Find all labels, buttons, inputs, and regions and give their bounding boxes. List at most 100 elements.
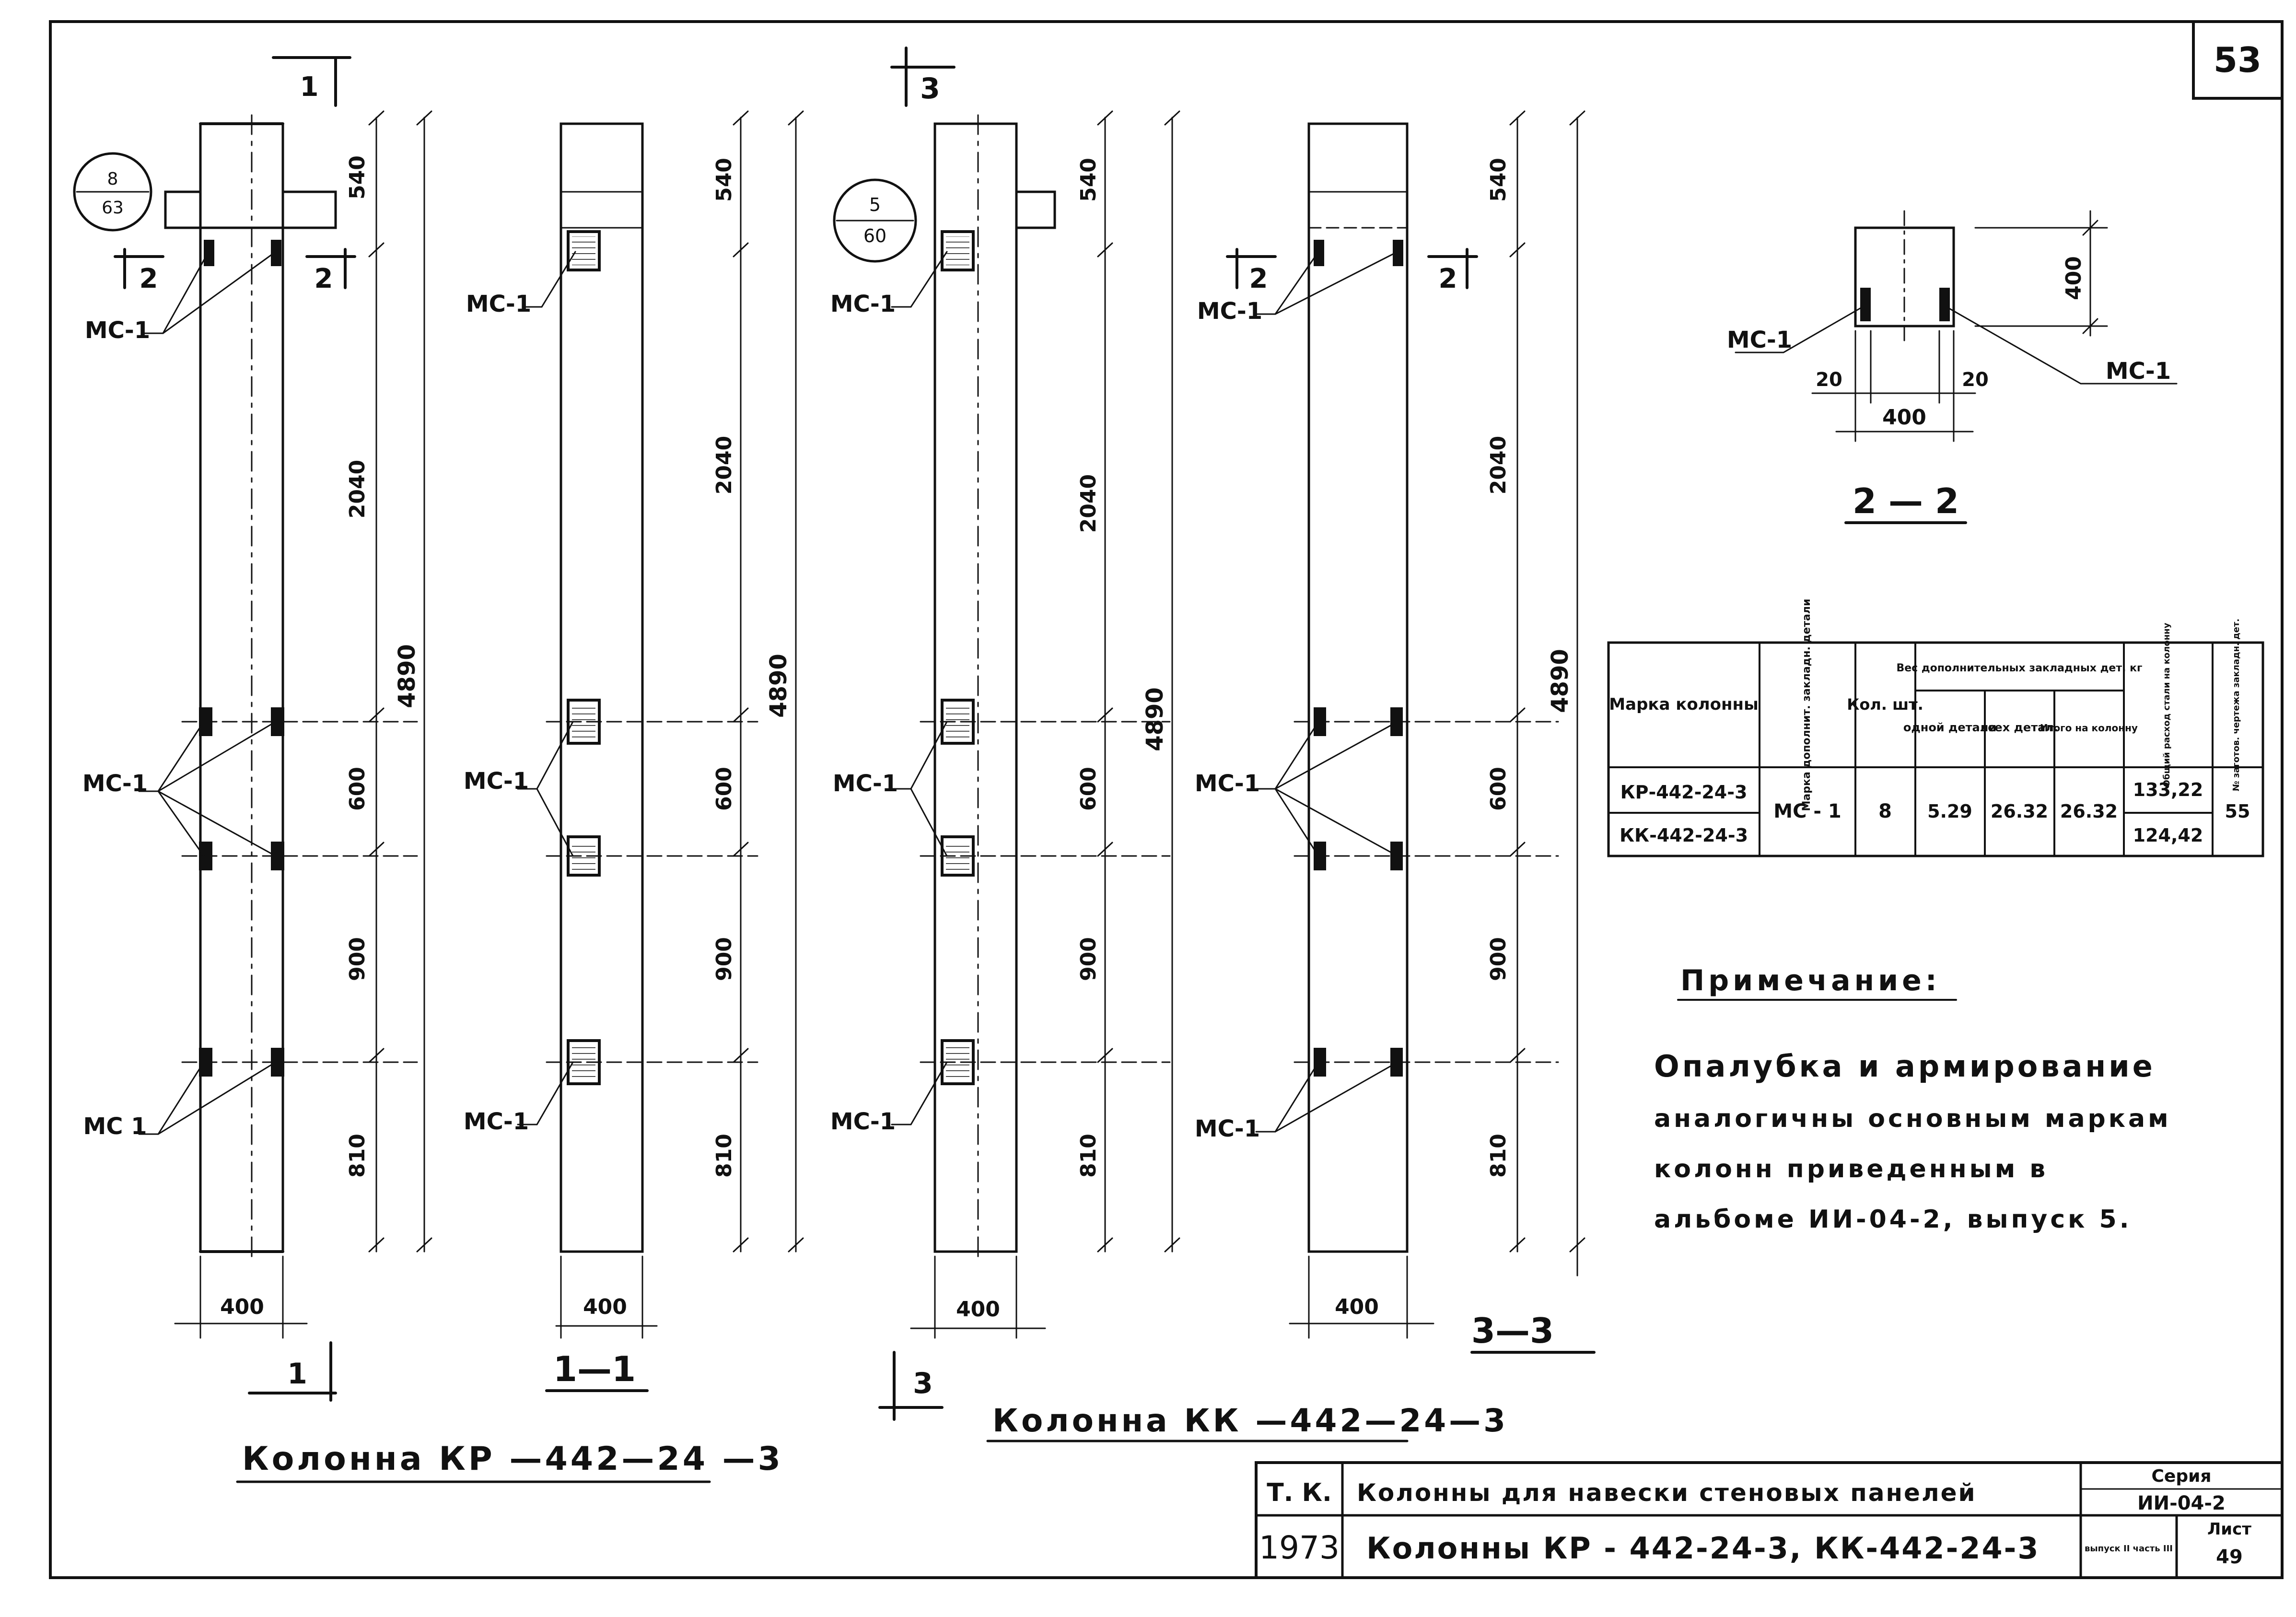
embed-plate	[1314, 240, 1324, 266]
svg-text:900: 900	[1486, 937, 1511, 981]
svg-text:810: 810	[1486, 1134, 1511, 1178]
svg-text:4890: 4890	[1547, 649, 1573, 713]
svg-text:№ заготов. чертежа закладн. де: № заготов. чертежа закладн. дет.	[2231, 619, 2241, 791]
cut-mark: 2	[315, 263, 333, 294]
svg-text:5: 5	[869, 194, 881, 215]
svg-text:900: 900	[712, 937, 736, 981]
embed-plate	[204, 240, 214, 266]
svg-text:МС-1: МС-1	[1727, 327, 1792, 353]
table-cell: 55	[2225, 801, 2250, 822]
svg-text:МС-1: МС-1	[2106, 358, 2171, 385]
svg-text:1: 1	[287, 1357, 307, 1391]
embed-label: МС 1	[83, 1113, 147, 1140]
svg-text:3: 3	[913, 1367, 933, 1400]
svg-text:2040: 2040	[1486, 436, 1511, 494]
svg-text:2: 2	[1439, 263, 1457, 294]
svg-text:600: 600	[712, 767, 736, 811]
note-line: аналогичны основным маркам	[1654, 1104, 2171, 1133]
section-title: 1—1	[553, 1349, 636, 1389]
embed-plate	[941, 230, 975, 271]
page-number-box: 53	[2192, 20, 2284, 100]
svg-text:МС-1: МС-1	[833, 770, 898, 797]
table-cell: 5.29	[1927, 801, 1972, 822]
svg-text:540: 540	[1076, 158, 1101, 202]
caption-kp: Колонна КР —442—24 —3	[242, 1440, 783, 1478]
cut-mark: 2	[140, 263, 158, 294]
svg-text:400: 400	[1882, 405, 1926, 430]
svg-text:8: 8	[107, 169, 118, 189]
svg-text:60: 60	[863, 225, 886, 246]
svg-text:400: 400	[956, 1297, 1000, 1322]
svg-text:МС-1: МС-1	[1195, 770, 1260, 797]
section-title: 3—3	[1471, 1311, 1554, 1351]
svg-text:2040: 2040	[345, 460, 370, 518]
cut-mark: 1	[300, 71, 319, 103]
svg-text:400: 400	[2062, 256, 2086, 300]
section-2-2: 400 МС-1 МС-1 20 20 400 2 — 2	[1727, 210, 2178, 524]
table-cell: 26.32	[1991, 801, 2048, 822]
svg-text:МС-1: МС-1	[464, 768, 529, 795]
svg-text:Вес дополнительных закладных д: Вес дополнительных закладных дет. кг	[1896, 662, 2142, 674]
svg-text:20: 20	[1962, 369, 1989, 391]
svg-text:2: 2	[1249, 263, 1268, 294]
svg-text:400: 400	[220, 1295, 264, 1319]
svg-text:МС-1: МС-1	[1195, 1115, 1260, 1142]
svg-text:600: 600	[1486, 767, 1511, 811]
embed-plate	[1393, 240, 1403, 266]
svg-text:4890: 4890	[765, 654, 792, 718]
table-cell: МС - 1	[1773, 800, 1841, 822]
svg-text:810: 810	[1076, 1134, 1101, 1178]
section-3-3: МС-1 МС-1 МС-1 2 2 540 2040 600 900 810 …	[1195, 110, 1596, 1354]
series-label: Серия	[2152, 1466, 2212, 1486]
svg-text:2040: 2040	[712, 436, 736, 494]
note-line: Опалубка и армирование	[1654, 1049, 2156, 1084]
note-line: колонн приведенным в	[1654, 1155, 2048, 1183]
captions: Колонна КР —442—24 —3 Колонна КК —442—24…	[236, 1402, 1505, 1483]
svg-text:2040: 2040	[1076, 474, 1101, 533]
svg-text:Итого на колонну: Итого на колонну	[2040, 722, 2138, 734]
svg-text:МС-1: МС-1	[830, 1108, 896, 1135]
svg-text:Кол. шт.: Кол. шт.	[1847, 695, 1923, 714]
node-bubble	[833, 178, 917, 263]
sheet-label: Лист	[2207, 1520, 2251, 1539]
node-bubble	[73, 152, 152, 232]
svg-text:МС-1: МС-1	[464, 1108, 529, 1135]
sheet-frame	[49, 20, 2284, 1579]
spec-table: Марка колонны Марка дополнит. закладн. д…	[1607, 599, 2264, 857]
embed-plate	[271, 240, 281, 266]
embed-plate	[1939, 288, 1950, 321]
table-cell: 133,22	[2133, 779, 2203, 800]
table-cell: КК-442-24-3	[1620, 825, 1748, 846]
svg-text:540: 540	[345, 155, 370, 199]
corbel	[164, 190, 337, 229]
embed-label: МС-1	[82, 770, 148, 797]
table-cell: КР-442-24-3	[1620, 782, 1748, 803]
title-line-2: Колонны КР - 442-24-3, КК-442-24-3	[1366, 1531, 2040, 1566]
svg-text:900: 900	[345, 937, 370, 981]
svg-text:540: 540	[712, 158, 736, 202]
svg-text:МС-1: МС-1	[466, 291, 531, 317]
year: 1973	[1259, 1529, 1340, 1566]
sheet-value: 49	[2216, 1546, 2243, 1568]
svg-text:400: 400	[1335, 1295, 1379, 1319]
embed-plate	[567, 230, 601, 271]
note-title: Примечание:	[1680, 964, 1941, 997]
svg-text:540: 540	[1486, 158, 1511, 202]
svg-text:МС-1: МС-1	[830, 291, 896, 317]
note-block: Примечание: Опалубка и армирование анало…	[1654, 964, 2171, 1234]
svg-text:63: 63	[102, 198, 124, 218]
svg-text:400: 400	[583, 1295, 627, 1319]
column-kp-elevation: МС-1 МС-1 МС 1 8 63 1 2 2 540 2040 600 9…	[73, 56, 432, 1402]
series-value: ИИ-04-2	[2137, 1492, 2226, 1514]
svg-text:900: 900	[1076, 937, 1101, 981]
cut-mark: 3	[920, 72, 940, 105]
page-number: 53	[2214, 40, 2261, 80]
tk-label: Т. К.	[1267, 1478, 1332, 1507]
embed-plate	[1860, 288, 1871, 321]
title-block: Т. К. 1973 Колонны для навески стеновых …	[1255, 1461, 2284, 1579]
table-cell: 124,42	[2133, 825, 2203, 846]
svg-text:одной детали: одной детали	[1903, 721, 1996, 734]
svg-text:810: 810	[712, 1134, 736, 1178]
svg-text:4890: 4890	[394, 644, 420, 708]
